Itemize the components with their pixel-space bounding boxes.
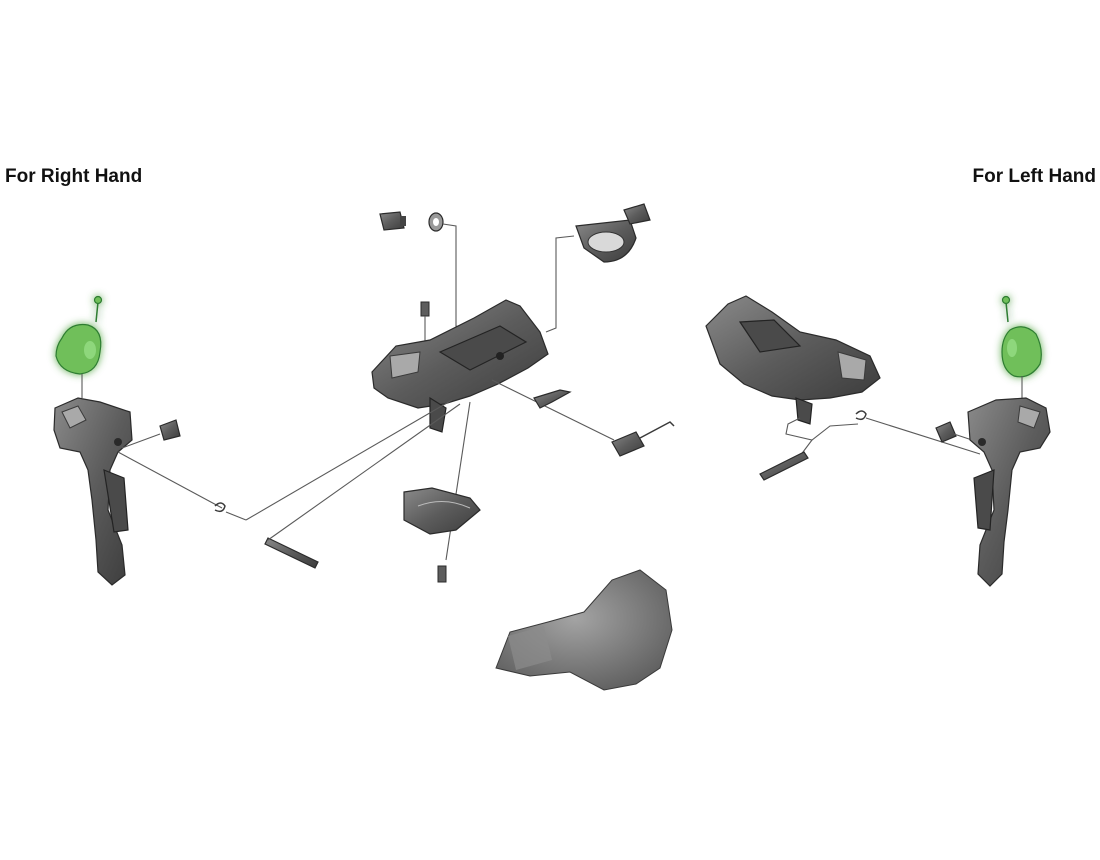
right-highlighted-cover-icon <box>55 295 103 375</box>
left-clip-part-icon <box>935 421 957 443</box>
small-screw-icon <box>420 301 430 317</box>
clamp-bolt-icon <box>623 203 651 225</box>
center-body-assembly <box>245 203 675 583</box>
left-main-body-icon <box>705 295 881 425</box>
right-brake-lever-icon <box>53 397 133 586</box>
rubber-hood-icon <box>495 569 673 691</box>
right-pivot-pin-icon <box>264 537 319 569</box>
top-washer-icon <box>428 212 444 232</box>
left-hand-lever-assembly <box>935 295 1051 587</box>
right-spring-clip-icon <box>214 502 226 513</box>
label-for-left-hand: For Left Hand <box>972 166 1097 187</box>
center-small-lever-icon <box>533 389 572 409</box>
left-hand-body-assembly <box>705 295 981 481</box>
left-spring-clip-icon <box>855 410 867 421</box>
top-bolt-icon <box>379 211 406 231</box>
return-spring-icon <box>611 421 675 457</box>
bottom-screw-icon <box>437 565 447 583</box>
lower-bracket-icon <box>403 487 481 535</box>
band-clamp-icon <box>575 219 637 263</box>
left-pivot-pin-icon <box>759 451 809 481</box>
left-brake-lever-icon <box>967 397 1051 587</box>
left-highlighted-cover-icon <box>1001 295 1042 378</box>
right-hand-lever-assembly <box>53 295 319 586</box>
label-for-right-hand: For Right Hand <box>5 166 143 187</box>
main-body-icon <box>371 299 549 433</box>
right-clip-part-icon <box>159 419 181 441</box>
